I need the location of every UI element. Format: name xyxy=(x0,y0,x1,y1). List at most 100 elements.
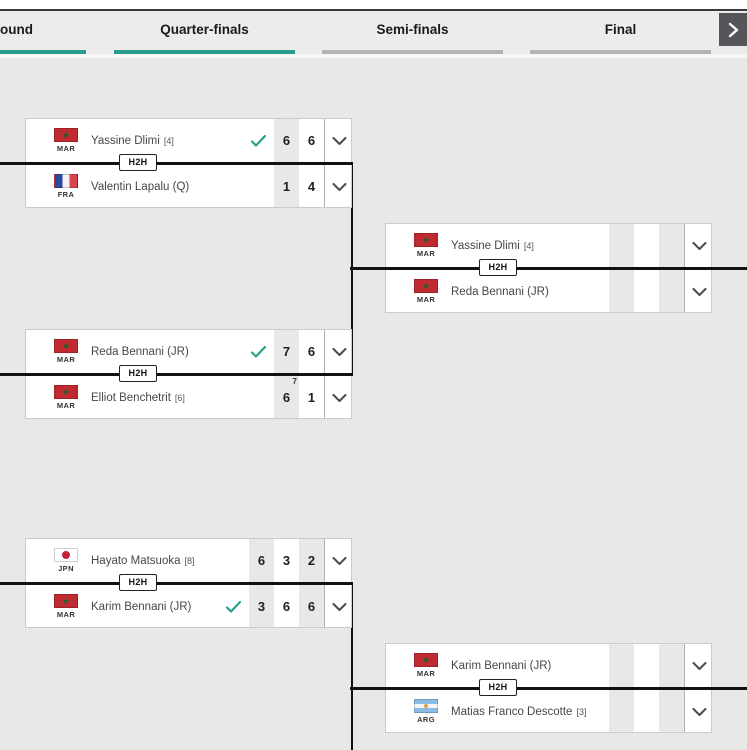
score-cell: 1 xyxy=(274,165,299,209)
chevron-down-icon xyxy=(692,707,706,716)
chevron-down-icon xyxy=(332,182,346,191)
score-cell: 4 xyxy=(299,165,324,209)
match-divider-line xyxy=(25,582,352,585)
tab-label: Semi-finals xyxy=(376,22,449,37)
flag-code: MAR xyxy=(416,249,436,258)
flag-code: MAR xyxy=(56,144,76,153)
score-cell: 1 xyxy=(299,376,324,420)
score-cell: 7 xyxy=(274,330,299,374)
player-name-text: Reda Bennani (JR) xyxy=(451,286,549,298)
player-seed: [4] xyxy=(163,136,174,146)
match-divider-line xyxy=(385,687,712,690)
score-value: 1 xyxy=(282,179,291,194)
score-cell: 6 xyxy=(299,585,324,629)
score-value: 6 xyxy=(257,553,266,568)
morocco-flag: ★ xyxy=(414,653,438,667)
winner-check-icon xyxy=(225,585,241,629)
score-value: 7 xyxy=(282,344,291,359)
pentagram-glyph: ★ xyxy=(61,596,71,606)
player-name-text: Reda Bennani (JR) xyxy=(91,346,189,358)
expand-match-button[interactable] xyxy=(686,690,712,734)
score-cell xyxy=(609,690,634,734)
player-name: Yassine Dlimi[4] xyxy=(91,119,174,163)
h2h-badge[interactable]: H2H xyxy=(479,679,517,696)
player-name-text: Yassine Dlimi xyxy=(451,240,520,252)
tab-underline xyxy=(530,50,711,54)
player-name: Matias Franco Descotte[3] xyxy=(451,690,586,734)
player-row[interactable]: ARG Matias Franco Descotte[3] xyxy=(386,690,711,734)
flag-code: MAR xyxy=(416,295,436,304)
pentagram-glyph: ★ xyxy=(421,655,431,665)
score-value: 6 xyxy=(282,390,291,405)
tab-semi-finals[interactable]: Semi-finals xyxy=(322,11,503,54)
expand-match-button[interactable] xyxy=(326,119,352,163)
tab-final[interactable]: Final xyxy=(530,11,711,54)
match-divider-line xyxy=(25,373,352,376)
flag-code: ARG xyxy=(417,715,435,724)
pentagram-glyph: ★ xyxy=(61,387,71,397)
france-flag xyxy=(54,174,78,188)
argentina-flag xyxy=(414,699,438,713)
player-name-text: Karim Bennani (JR) xyxy=(91,601,192,613)
h2h-badge[interactable]: H2H xyxy=(119,365,157,382)
h2h-badge[interactable]: H2H xyxy=(119,154,157,171)
score-cell: 2 xyxy=(299,539,324,583)
score-cell xyxy=(609,644,634,688)
expand-match-button[interactable] xyxy=(326,165,352,209)
player-name: Elliot Benchetrit[6] xyxy=(91,376,185,420)
tab-ound[interactable]: ound xyxy=(0,11,86,54)
japan-flag xyxy=(54,548,78,562)
expand-match-button[interactable] xyxy=(686,270,712,314)
pentagram-glyph: ★ xyxy=(61,341,71,351)
score-cell xyxy=(634,270,659,314)
score-value: 2 xyxy=(307,553,316,568)
expand-match-button[interactable] xyxy=(686,224,712,268)
h2h-badge[interactable]: H2H xyxy=(479,259,517,276)
pentagram-glyph: ★ xyxy=(421,235,431,245)
flag-code: MAR xyxy=(416,669,436,678)
score-value: 4 xyxy=(307,179,316,194)
connector-stub-qf1 xyxy=(0,162,26,165)
expand-match-button[interactable] xyxy=(326,585,352,629)
expand-match-button[interactable] xyxy=(326,330,352,374)
player-seed: [3] xyxy=(576,707,587,717)
score-cell xyxy=(634,644,659,688)
tabbar-bottom-strip xyxy=(0,54,747,58)
chevron-down-icon xyxy=(332,393,346,402)
player-name: Reda Bennani (JR) xyxy=(91,330,189,374)
expand-match-button[interactable] xyxy=(326,376,352,420)
expand-match-button[interactable] xyxy=(686,644,712,688)
expand-match-button[interactable] xyxy=(326,539,352,583)
tab-label: ound xyxy=(0,22,33,37)
round-tabs-bar: ound Quarter-finals Semi-finals Final xyxy=(0,11,747,54)
connector-vertical-bottom xyxy=(350,582,353,750)
tab-quarter-finals[interactable]: Quarter-finals xyxy=(114,11,295,54)
score-cell xyxy=(659,690,684,734)
next-round-button[interactable] xyxy=(719,13,747,46)
score-cell: 6 xyxy=(249,539,274,583)
player-name-text: Matias Franco Descotte xyxy=(451,706,573,718)
score-cell: 6 xyxy=(299,119,324,163)
tab-label: Quarter-finals xyxy=(160,22,249,37)
score-value: 6 xyxy=(307,133,316,148)
score-cell: 6 xyxy=(274,119,299,163)
flag-code: MAR xyxy=(56,610,76,619)
morocco-flag: ★ xyxy=(414,233,438,247)
h2h-badge[interactable]: H2H xyxy=(119,574,157,591)
score-cell: 3 xyxy=(274,539,299,583)
